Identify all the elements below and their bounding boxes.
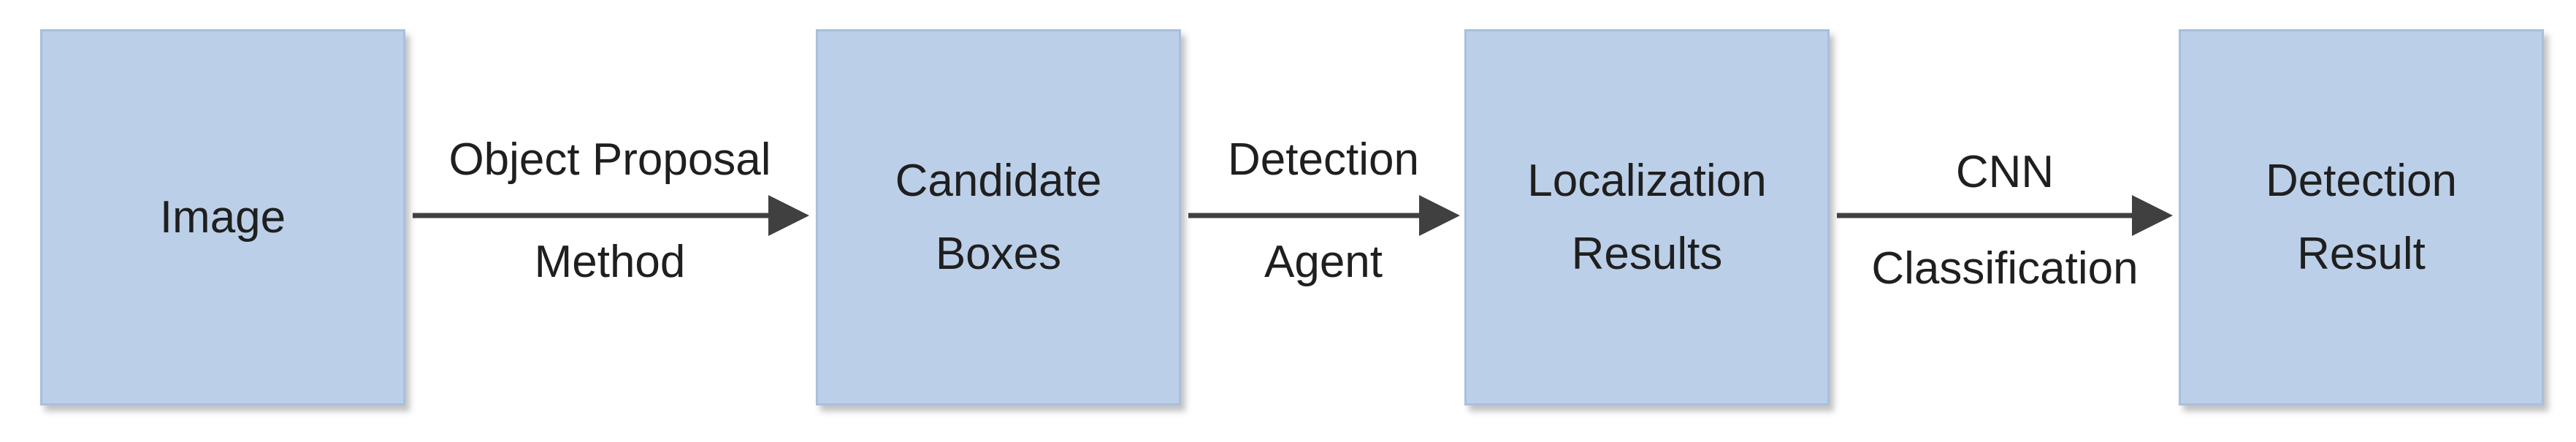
edge-1-label-bottom: Method bbox=[534, 237, 686, 287]
node-image: Image bbox=[40, 29, 405, 405]
arrow-image-to-candidate bbox=[413, 195, 809, 236]
edge-3-label-top: CNN bbox=[1955, 147, 2055, 197]
edge-2-label-top: Detection bbox=[1228, 134, 1419, 185]
arrow-candidate-to-localization bbox=[1188, 195, 1460, 236]
node-image-label: Image bbox=[159, 191, 286, 243]
node-localization-results: Localization Results bbox=[1464, 29, 1830, 405]
node-candidate-boxes: Candidate Boxes bbox=[816, 29, 1181, 405]
edge-2-label-bottom: Agent bbox=[1264, 237, 1383, 287]
edge-1-label-top: Object Proposal bbox=[448, 134, 771, 185]
node-localization-results-label: Localization Results bbox=[1527, 155, 1767, 279]
arrow-localization-to-detection bbox=[1837, 195, 2173, 236]
node-candidate-boxes-label: Candidate Boxes bbox=[895, 155, 1102, 279]
node-detection-result: Detection Result bbox=[2179, 29, 2544, 405]
node-detection-result-label: Detection Result bbox=[2266, 155, 2457, 279]
edge-3-label-bottom: Classification bbox=[1871, 243, 2139, 294]
